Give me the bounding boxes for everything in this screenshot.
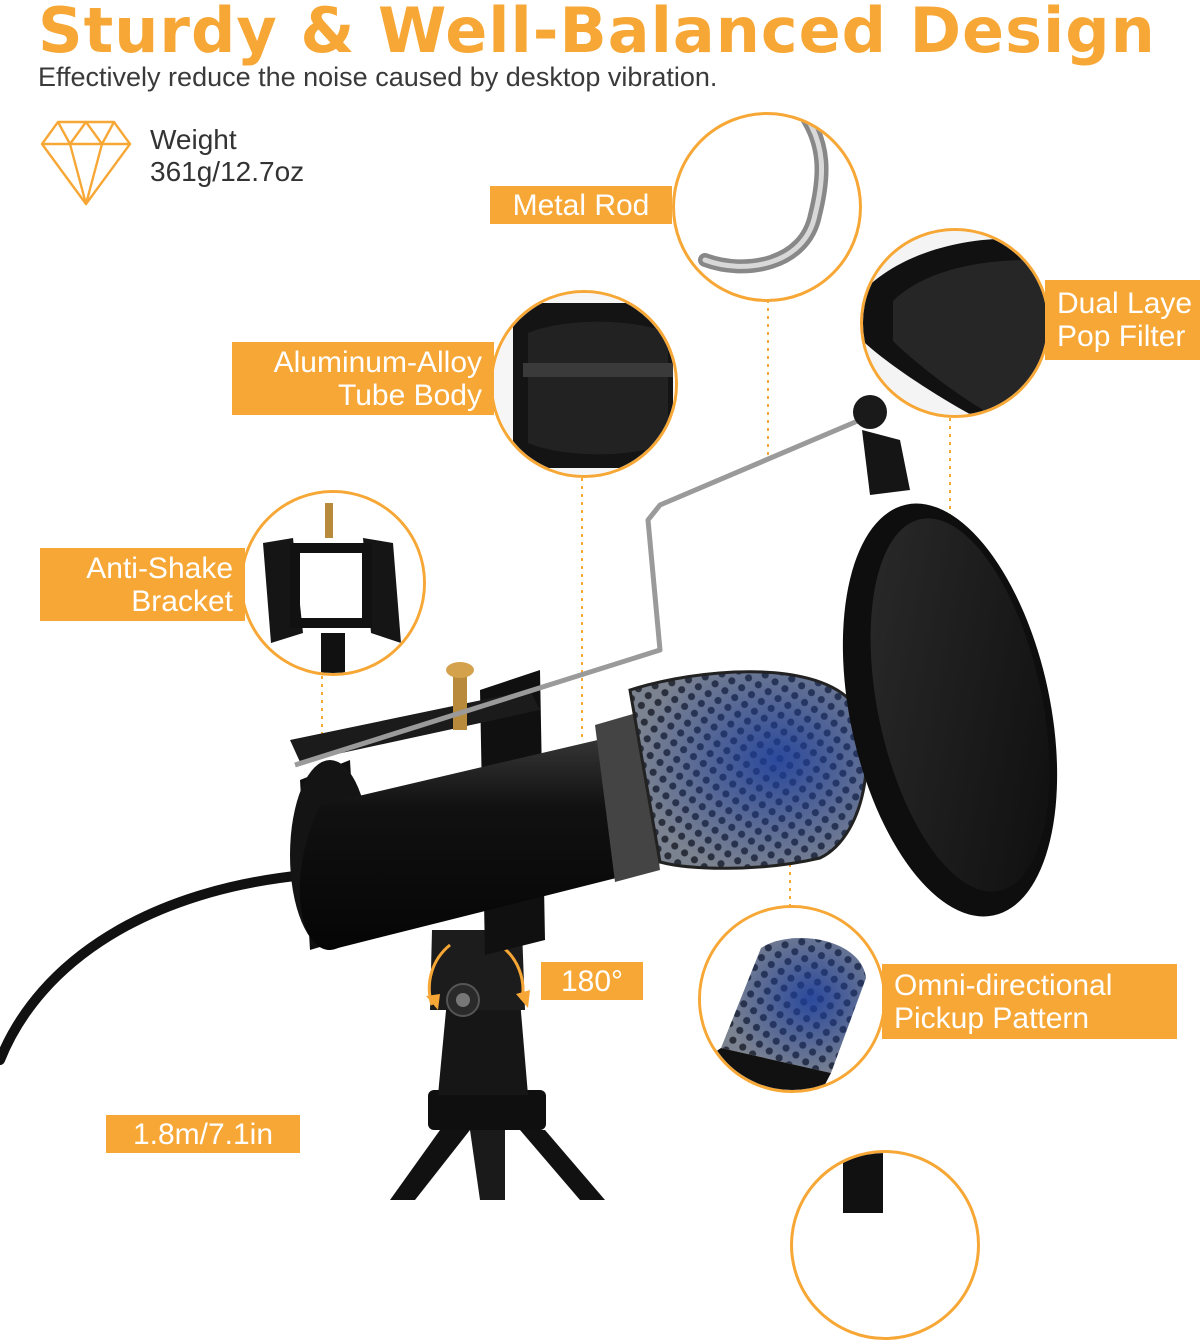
metal-rod-zoom bbox=[672, 112, 862, 302]
label-rotation: 180° bbox=[541, 962, 643, 1000]
label-cable: 1.8m/7.1in bbox=[106, 1115, 300, 1153]
label-bracket: Anti-Shake Bracket bbox=[40, 548, 245, 621]
weight-label: Weight bbox=[150, 124, 237, 155]
bracket-zoom bbox=[240, 490, 426, 676]
page-title: Sturdy & Well-Balanced Design bbox=[38, 0, 1156, 67]
weight-value: 361g/12.7oz bbox=[150, 156, 305, 187]
page-subtitle: Effectively reduce the noise caused by d… bbox=[38, 62, 718, 92]
weight-spec: Weight 361g/12.7oz bbox=[40, 118, 400, 208]
microphone-grille bbox=[628, 670, 868, 870]
diamond-icon bbox=[40, 120, 132, 206]
label-tube-body: Aluminum-Alloy Tube Body bbox=[232, 342, 494, 415]
tripod-stand bbox=[390, 1000, 605, 1200]
pop-filter-zoom bbox=[860, 228, 1050, 418]
label-metal-rod: Metal Rod bbox=[490, 186, 672, 224]
pickup-zoom bbox=[698, 905, 886, 1093]
tube-body bbox=[299, 729, 670, 950]
base-zoom bbox=[790, 1150, 980, 1340]
microphone-illustration bbox=[0, 300, 1058, 1200]
metal-rod bbox=[294, 417, 861, 768]
label-pop-filter: Dual Laye Pop Filter bbox=[1045, 280, 1200, 360]
usb-cable bbox=[0, 870, 310, 1065]
pop-filter bbox=[842, 430, 1058, 917]
tube-body-zoom bbox=[490, 290, 678, 478]
label-pickup: Omni-directional Pickup Pattern bbox=[882, 964, 1177, 1039]
